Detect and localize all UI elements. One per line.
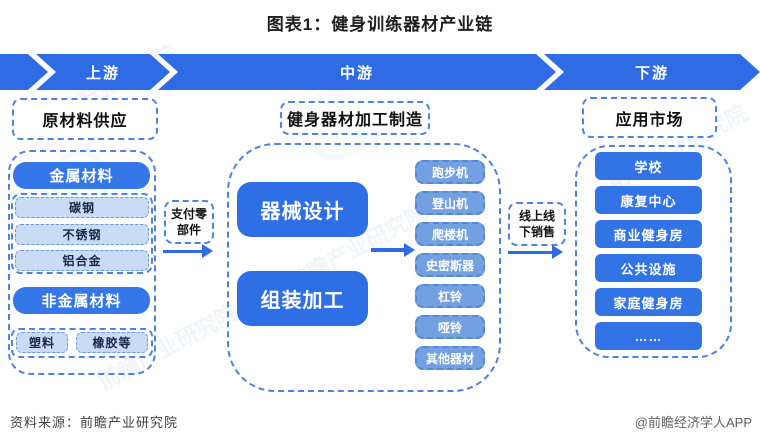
downstream-container [575,145,732,358]
nonmetal-materials-group-title: 非金属材料 [13,287,150,314]
banner-midstream-label: 中游 [339,64,374,82]
connector-sales-line1: 线上线 [518,208,555,223]
banner-midstream: 中游 [158,54,556,90]
process-design-box: 器械设计 [237,182,368,237]
banner-upstream-label: 上游 [85,64,120,82]
material-item: 不锈钢 [15,224,149,245]
market-item: 家庭健身房 [595,288,702,316]
metal-items-container [11,193,153,274]
banner-upstream: 上游 [36,54,170,90]
upstream-header: 原材料供应 [12,98,158,140]
flow-arrow-head-icon [202,244,213,258]
product-item: 其他器材 [415,346,485,370]
flow-arrow-icon [163,250,202,253]
downstream-header: 应用市场 [582,97,717,138]
connector-sales-line2: 下销售 [518,225,555,239]
nonmetal-items-container [11,328,153,358]
banner-lead-chevron-icon [0,54,48,90]
source-note: 资料来源：前瞻产业研究院 [10,415,179,430]
flow-arrow-icon [371,248,404,252]
market-item: 学校 [595,152,702,180]
product-item: 史密斯器 [415,253,485,277]
flow-arrow-icon [508,251,552,254]
market-item: 公共设施 [595,254,702,282]
connector-sales-label: 线上线 下销售 [508,202,566,246]
market-item: 商业健身房 [595,220,702,248]
market-item: …… [595,322,702,350]
product-item: 哑铃 [415,315,485,339]
credit-note: @前瞻经济学人APP [634,415,752,430]
product-item: 杠铃 [415,284,485,308]
connector-parts-line1: 支付零 [170,206,207,221]
product-item: 跑步机 [415,160,485,184]
metal-materials-group-title: 金属材料 [13,162,150,189]
material-item: 塑料 [16,332,68,353]
banner-downstream-label: 下游 [634,64,669,82]
material-item: 铝合金 [15,250,149,271]
market-item: 康复中心 [595,186,702,214]
flow-arrow-head-icon [404,243,415,257]
connector-parts-line2: 部件 [176,223,201,237]
material-item: 橡胶等 [76,332,148,353]
process-assembly-box: 组装加工 [237,271,368,326]
material-item: 碳钢 [15,197,149,218]
midstream-container [227,143,501,392]
flow-arrow-head-icon [552,245,563,259]
banner-downstream: 下游 [544,54,760,90]
product-item: 登山机 [415,191,485,215]
upstream-container [8,150,156,375]
page-title: 图表1：健身训练器材产业链 [266,15,494,34]
midstream-header: 健身器材加工制造 [280,101,430,135]
connector-parts-label: 支付零 部件 [164,200,214,244]
product-item: 爬楼机 [415,222,485,246]
